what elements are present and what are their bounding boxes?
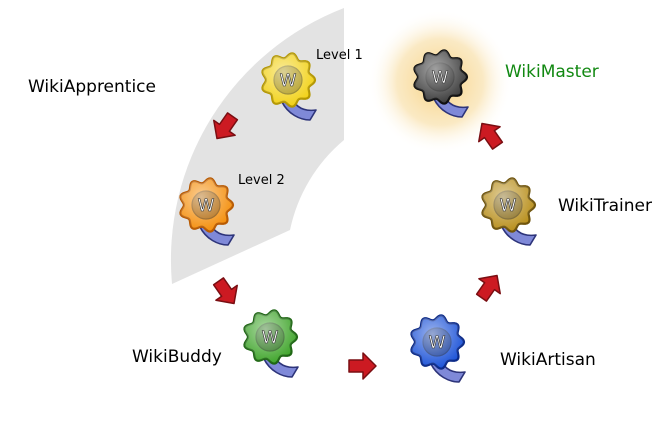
w-letter-wikiartisan: W: [429, 333, 446, 353]
w-letter-wikitrainer: W: [500, 196, 517, 216]
label-wikiapprentice: WikiApprentice: [28, 77, 156, 97]
seal-wikitrainer: W: [481, 177, 537, 246]
w-letter-level-2: W: [198, 196, 215, 216]
seal-level-1: W: [261, 52, 317, 121]
arrow-trainer-to-master: [478, 122, 504, 150]
seal-wikiartisan: W: [410, 314, 466, 383]
seal-shine: [262, 53, 315, 107]
label-wikitrainer: WikiTrainer: [558, 196, 652, 216]
label-level-2: Level 2: [238, 173, 285, 188]
arrow-buddy-to-artisan: [348, 352, 377, 380]
w-letter-wikimaster: W: [432, 68, 449, 88]
arrow-artisan-to-trainer: [475, 274, 501, 302]
seal-shine: [482, 178, 535, 232]
seal-shine: [411, 315, 464, 369]
seal-shine: [244, 310, 297, 364]
seal-shine: [414, 50, 467, 104]
w-letter-level-1: W: [280, 71, 297, 91]
arrow-apprentice-to-buddy: [212, 277, 238, 305]
label-wikimaster: WikiMaster: [505, 62, 599, 82]
seal-shine: [180, 178, 233, 232]
label-wikibuddy: WikiBuddy: [132, 347, 222, 367]
seal-wikimaster: W: [413, 49, 469, 118]
w-letter-wikibuddy: W: [262, 328, 279, 348]
seal-wikibuddy: W: [243, 309, 299, 378]
label-wikiartisan: WikiArtisan: [500, 350, 596, 370]
label-level-1: Level 1: [316, 48, 363, 63]
arrow-level1-to-level2: [213, 112, 239, 140]
seal-level-2: W: [179, 177, 235, 246]
